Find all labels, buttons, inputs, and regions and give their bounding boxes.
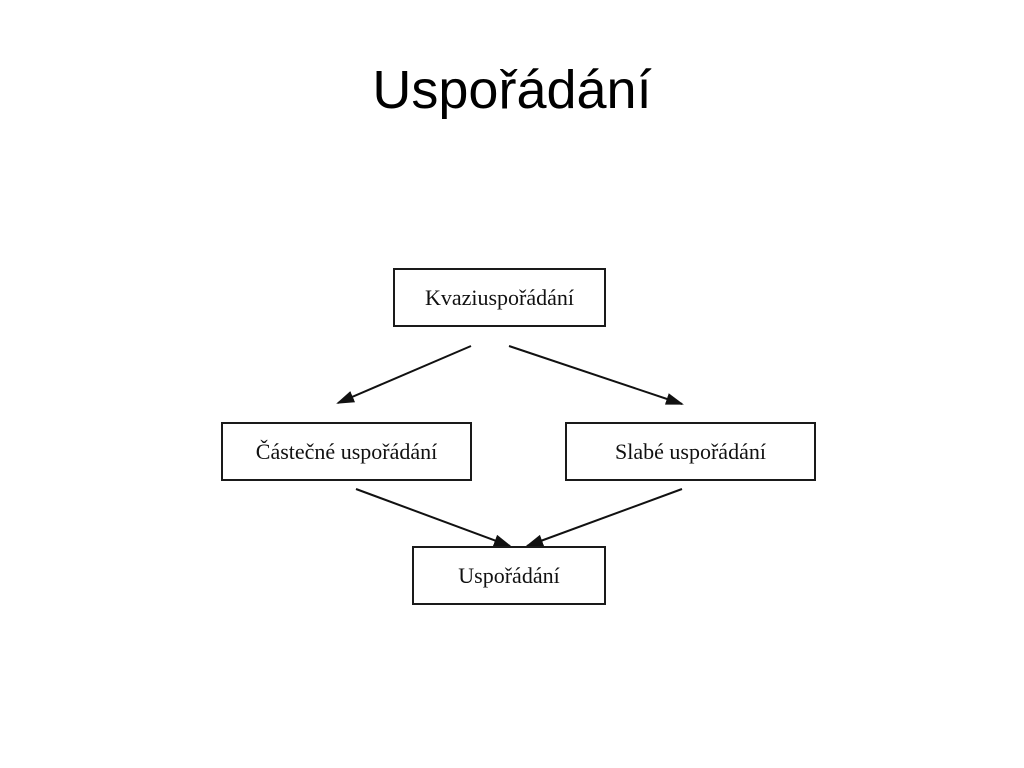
node-weak-ordering: Slabé uspořádání	[565, 422, 816, 481]
arrow-top-to-left	[336, 345, 472, 404]
node-weak-ordering-label: Slabé uspořádání	[615, 438, 766, 464]
node-quasi-ordering: Kvaziuspořádání	[393, 268, 606, 327]
node-partial-ordering-label: Částečné uspořádání	[255, 438, 438, 464]
node-quasi-ordering-label: Kvaziuspořádání	[424, 284, 575, 310]
node-partial-ordering: Částečné uspořádání	[221, 422, 472, 481]
node-ordering-label: Uspořádání	[458, 562, 560, 588]
arrow-right-to-bottom	[525, 488, 683, 547]
node-ordering: Uspořádání	[412, 546, 606, 605]
arrow-top-to-right	[508, 345, 684, 405]
arrow-left-to-bottom	[355, 488, 512, 547]
slide-title: Uspořádání	[372, 60, 652, 120]
